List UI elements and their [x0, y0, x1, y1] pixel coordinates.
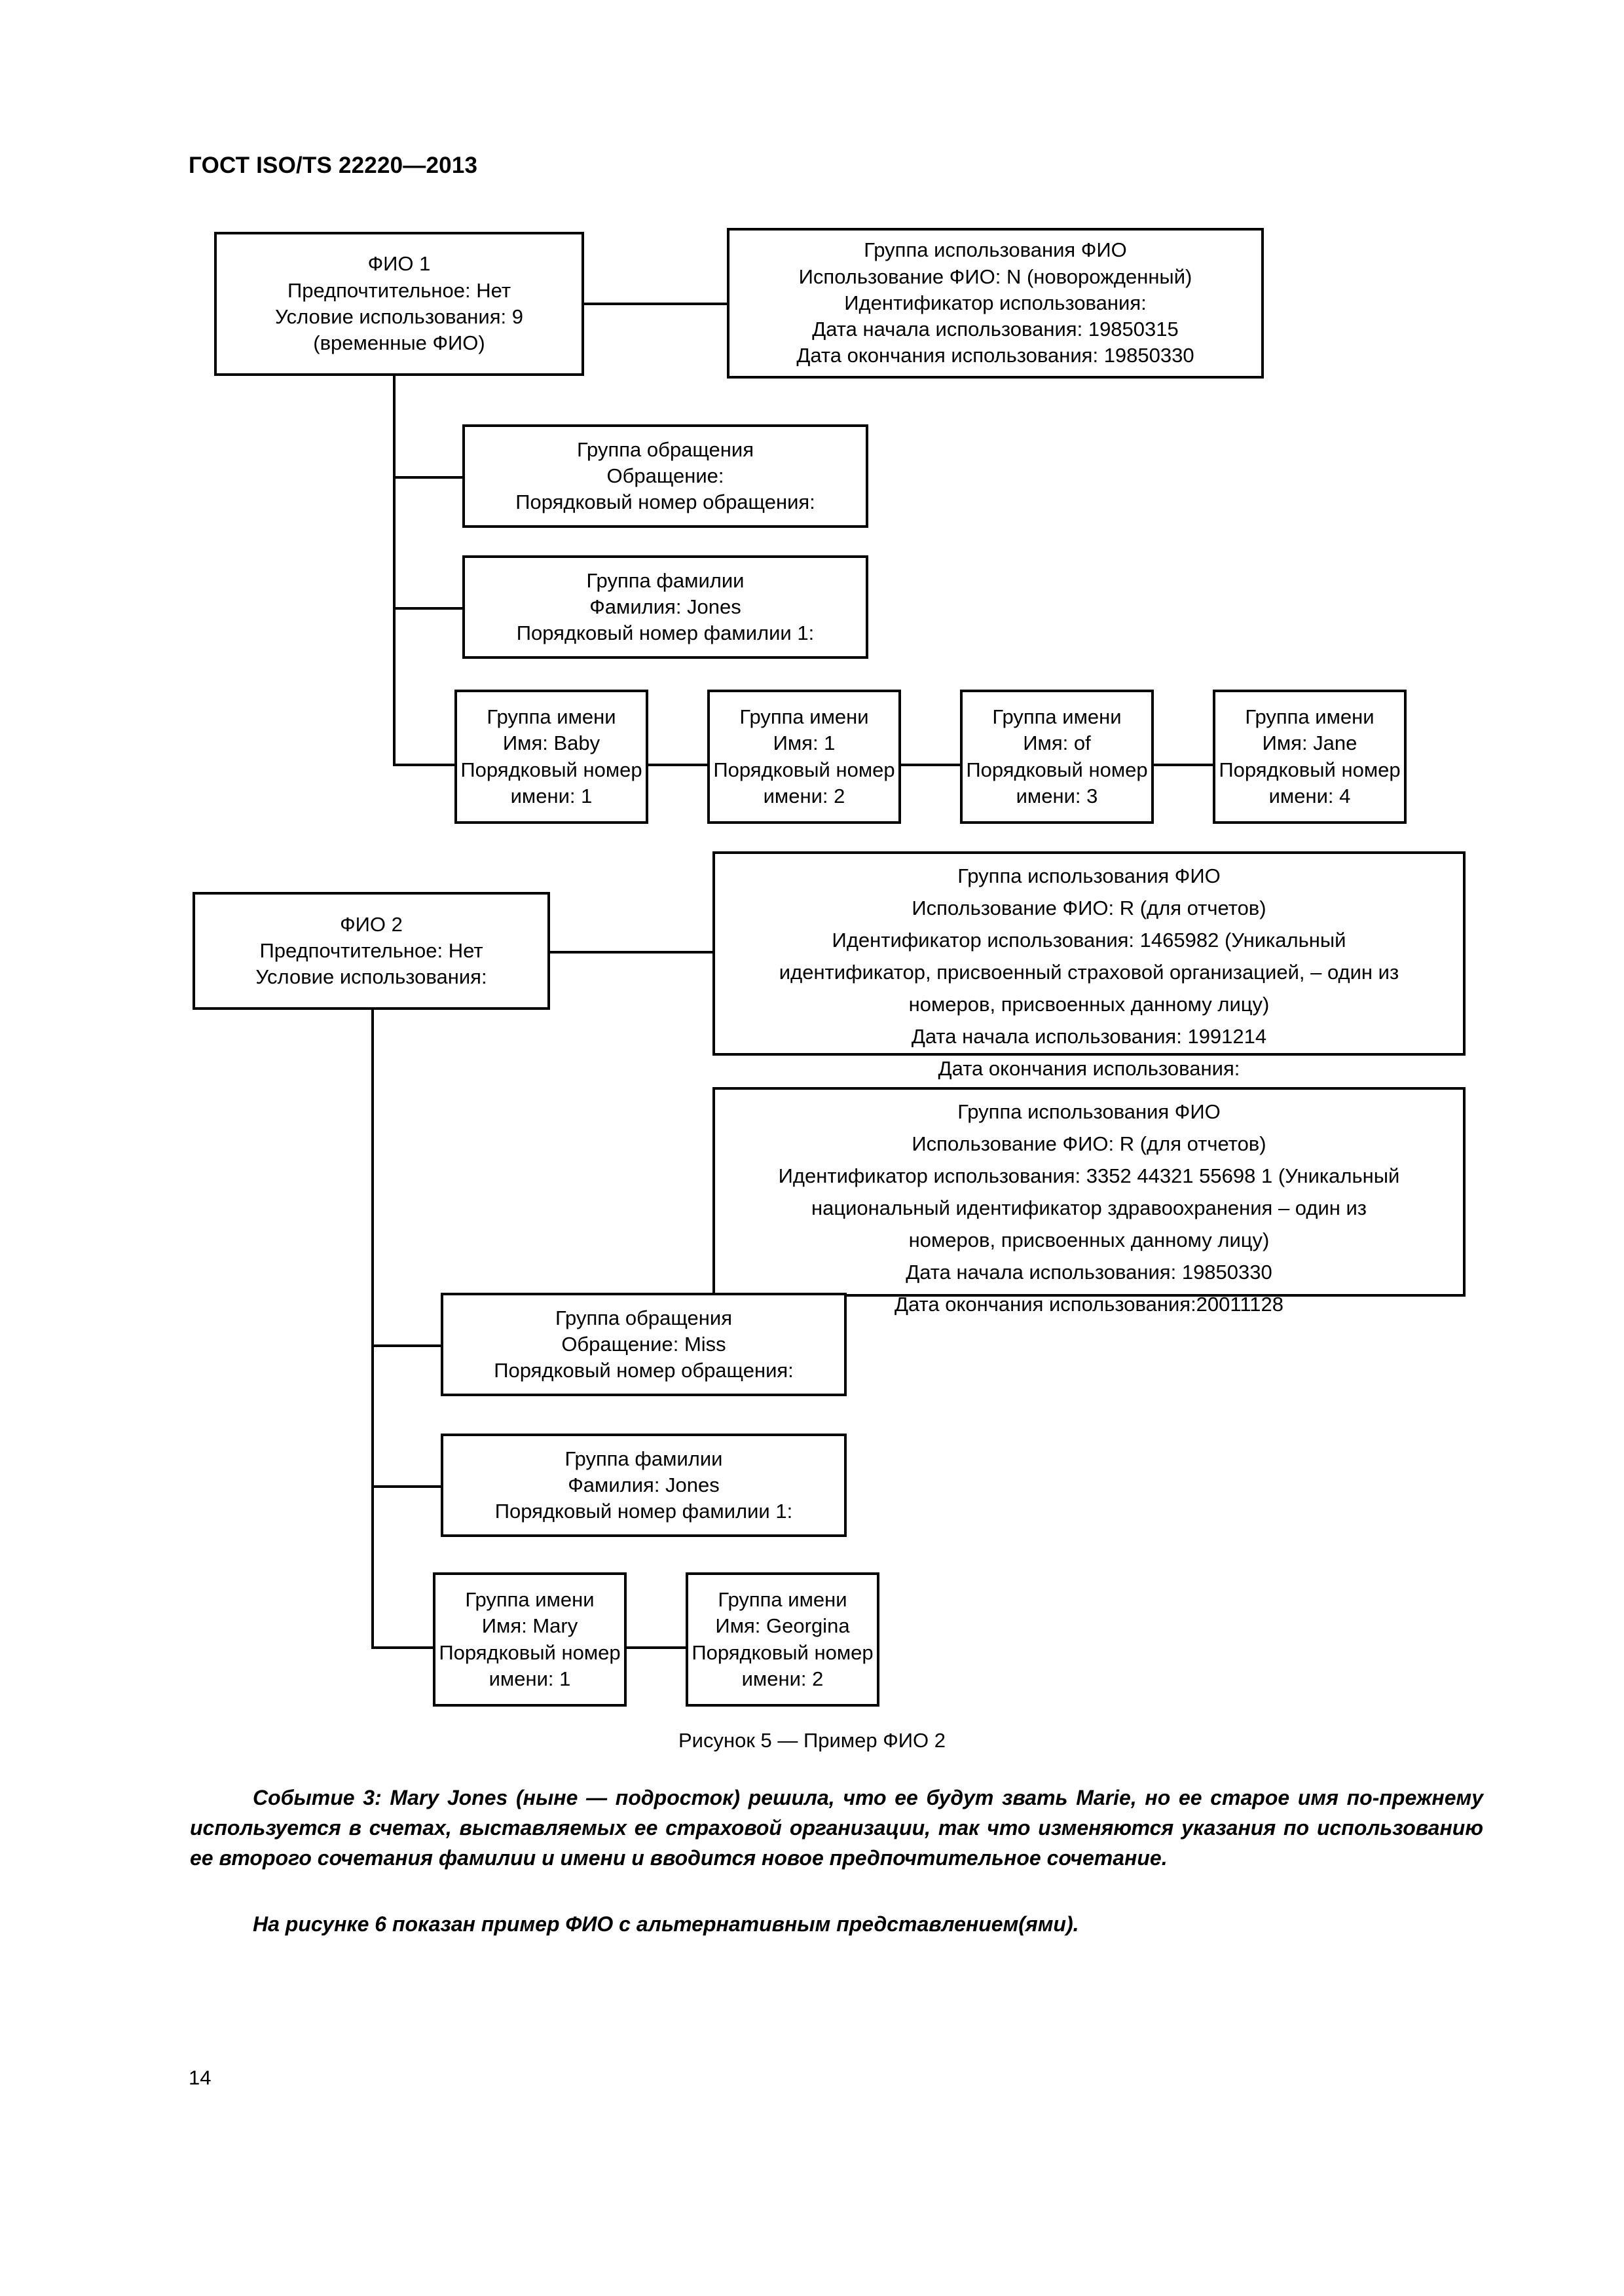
- d1-usage-line5: Дата окончания использования: 19850330: [796, 344, 1194, 367]
- d2-title-line1: Группа обращения: [555, 1306, 732, 1329]
- d2-usage2-line4: национальный идентификатор здравоохранен…: [811, 1196, 1367, 1219]
- d2-given2-line4: имени: 2: [741, 1667, 824, 1690]
- diagram1-root-box: ФИО 1 Предпочтительное: Нет Условие испо…: [214, 232, 584, 376]
- d2-usage1-line6: Дата начала использования: 1991214: [911, 1024, 1267, 1048]
- diagram2-usage-group-box-1: Группа использования ФИО Использование Ф…: [712, 851, 1466, 1080]
- connector-d1-root-to-usage: [581, 303, 729, 305]
- d1-usage-line1: Группа использования ФИО: [864, 238, 1127, 262]
- d1-usage-line3: Идентификатор использования:: [844, 291, 1147, 314]
- diagram2-root-line1: ФИО 2: [340, 912, 403, 936]
- diagram2-root-line2: Предпочтительное: Нет: [259, 938, 483, 962]
- figure-caption: Рисунок 5 — Пример ФИО 2: [0, 1729, 1624, 1752]
- d2-usage2-line6: Дата начала использования: 19850330: [906, 1260, 1272, 1284]
- diagram1-root-line3: Условие использования: 9: [275, 305, 523, 328]
- connector-d2-trunk: [371, 1007, 374, 1649]
- d2-given1-line1: Группа имени: [465, 1587, 595, 1611]
- connector-d1-trunk-to-title: [393, 476, 465, 479]
- diagram2-usage-group-box-2: Группа использования ФИО Использование Ф…: [712, 1087, 1466, 1316]
- diagram2-title-group-box: Группа обращения Обращение: Miss Порядко…: [441, 1293, 847, 1396]
- d2-usage2-line3: Идентификатор использования: 3352 44321 …: [778, 1164, 1400, 1187]
- diagram1-root-line4: (временные ФИО): [313, 331, 485, 355]
- diagram1-title-group-box: Группа обращения Обращение: Порядковый н…: [462, 424, 868, 528]
- body-paragraph-2: На рисунке 6 показан пример ФИО с альтер…: [253, 1912, 1079, 1936]
- d2-usage1-line7: Дата окончания использования:: [938, 1056, 1240, 1080]
- d1-title-line1: Группа обращения: [577, 437, 754, 461]
- d2-usage2-line1: Группа использования ФИО: [957, 1100, 1221, 1123]
- d2-usage1-line4: идентификатор, присвоенный страховой орг…: [779, 960, 1399, 984]
- d1-given3-line2: Имя: of: [1023, 731, 1091, 755]
- d1-title-line3: Порядковый номер обращения:: [515, 491, 815, 514]
- connector-d1-given1-given2: [646, 764, 710, 766]
- d2-given2-line2: Имя: Georgina: [715, 1614, 850, 1638]
- connector-d1-trunk-to-family: [393, 607, 465, 610]
- diagram1-usage-group-box: Группа использования ФИО Использование Ф…: [727, 228, 1264, 379]
- connector-d1-given2-given3: [898, 764, 963, 766]
- d1-given2-line4: имени: 2: [763, 784, 845, 807]
- d2-family-line1: Группа фамилии: [564, 1447, 723, 1470]
- d1-usage-line4: Дата начала использования: 19850315: [812, 318, 1179, 341]
- d2-family-line2: Фамилия: Jones: [568, 1473, 720, 1496]
- d1-given4-line3: Порядковый номер: [1219, 758, 1401, 781]
- d1-given2-line3: Порядковый номер: [713, 758, 895, 781]
- d1-usage-line2: Использование ФИО: N (новорожденный): [798, 265, 1192, 288]
- document-header-standard-ref: ГОСТ ISO/TS 22220—2013: [189, 153, 478, 178]
- connector-d1-trunk: [393, 373, 396, 766]
- d1-family-line1: Группа фамилии: [586, 568, 745, 592]
- d2-given2-line1: Группа имени: [718, 1587, 847, 1611]
- d2-given1-line4: имени: 1: [489, 1667, 571, 1690]
- d2-title-line3: Порядковый номер обращения:: [494, 1359, 794, 1382]
- d1-given3-line1: Группа имени: [992, 705, 1122, 728]
- d2-family-line3: Порядковый номер фамилии 1:: [494, 1500, 793, 1523]
- diagram1-family-group-box: Группа фамилии Фамилия: Jones Порядковый…: [462, 555, 868, 659]
- connector-d2-trunk-to-given: [371, 1646, 435, 1649]
- d1-given4-line1: Группа имени: [1245, 705, 1375, 728]
- d1-given4-line2: Имя: Jane: [1262, 731, 1357, 755]
- d2-usage1-line2: Использование ФИО: R (для отчетов): [912, 896, 1266, 919]
- d1-given1-line3: Порядковый номер: [460, 758, 642, 781]
- diagram2-root-line3: Условие использования:: [255, 965, 487, 989]
- d2-usage2-line5: номеров, присвоенных данному лицу): [908, 1228, 1270, 1251]
- diagram1-root-line1: ФИО 1: [367, 252, 431, 276]
- page-number: 14: [189, 2066, 212, 2089]
- d1-family-line2: Фамилия: Jones: [589, 595, 741, 618]
- d2-usage2-line2: Использование ФИО: R (для отчетов): [912, 1132, 1266, 1155]
- diagram1-given-group-box-4: Группа имени Имя: Jane Порядковый номер …: [1213, 690, 1407, 824]
- connector-d1-given3-given4: [1151, 764, 1215, 766]
- d1-given1-line2: Имя: Baby: [502, 731, 600, 755]
- diagram1-given-group-box-2: Группа имени Имя: 1 Порядковый номер име…: [707, 690, 901, 824]
- d2-title-line2: Обращение: Miss: [561, 1332, 726, 1356]
- diagram2-given-group-box-1: Группа имени Имя: Mary Порядковый номер …: [433, 1572, 627, 1707]
- d2-given1-line2: Имя: Mary: [481, 1614, 578, 1638]
- d2-usage1-line1: Группа использования ФИО: [957, 864, 1221, 887]
- d1-given1-line1: Группа имени: [487, 705, 616, 728]
- connector-d1-trunk-to-given: [393, 764, 457, 766]
- d1-given3-line4: имени: 3: [1016, 784, 1098, 807]
- diagram2-family-group-box: Группа фамилии Фамилия: Jones Порядковый…: [441, 1434, 847, 1537]
- body-paragraph-1: Событие 3: Mary Jones (ныне — подросток)…: [190, 1786, 1483, 1870]
- diagram1-root-line2: Предпочтительное: Нет: [287, 278, 511, 302]
- d2-usage1-line3: Идентификатор использования: 1465982 (Ун…: [832, 928, 1346, 952]
- d2-usage1-line5: номеров, присвоенных данному лицу): [908, 992, 1270, 1016]
- d1-given3-line3: Порядковый номер: [966, 758, 1148, 781]
- d1-title-line2: Обращение:: [606, 464, 724, 487]
- d1-given2-line1: Группа имени: [739, 705, 869, 728]
- d2-given2-line3: Порядковый номер: [692, 1640, 874, 1664]
- diagram1-given-group-box-3: Группа имени Имя: of Порядковый номер им…: [960, 690, 1154, 824]
- d1-family-line3: Порядковый номер фамилии 1:: [516, 621, 815, 645]
- connector-d2-trunk-to-title: [371, 1344, 443, 1347]
- d1-given2-line2: Имя: 1: [773, 731, 836, 755]
- d1-given4-line4: имени: 4: [1268, 784, 1351, 807]
- diagram1-given-group-box-1: Группа имени Имя: Baby Порядковый номер …: [454, 690, 648, 824]
- diagram2-root-box: ФИО 2 Предпочтительное: Нет Условие испо…: [193, 892, 550, 1010]
- figure-caption-text: Рисунок 5 — Пример ФИО 2: [678, 1729, 946, 1752]
- connector-d2-trunk-to-family: [371, 1485, 443, 1488]
- connector-d2-root-to-usage1: [547, 951, 715, 954]
- connector-d2-given1-given2: [624, 1646, 688, 1649]
- d1-given1-line4: имени: 1: [510, 784, 593, 807]
- d2-given1-line3: Порядковый номер: [439, 1640, 621, 1664]
- d2-usage2-line7: Дата окончания использования:20011128: [894, 1292, 1284, 1316]
- diagram2-given-group-box-2: Группа имени Имя: Georgina Порядковый но…: [686, 1572, 879, 1707]
